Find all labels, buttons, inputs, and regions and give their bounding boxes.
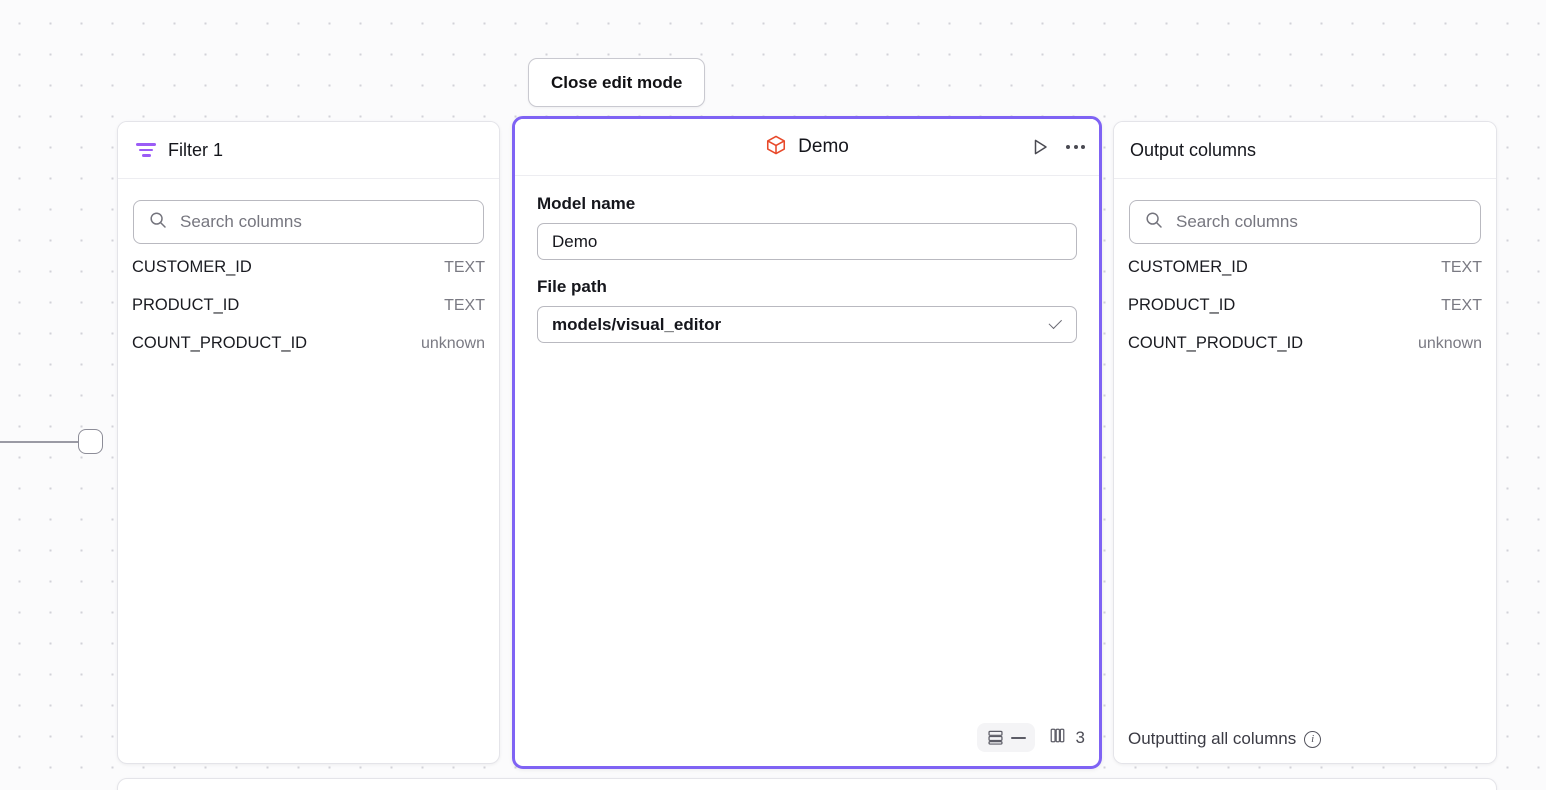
cube-icon — [765, 134, 787, 161]
filter-search-input[interactable]: Search columns — [133, 200, 484, 244]
columns-count: 3 — [1075, 727, 1085, 747]
model-node-panel[interactable]: Demo Model name Demo File path models/vi… — [512, 116, 1102, 769]
column-type: TEXT — [1441, 297, 1482, 314]
filter-icon — [136, 143, 156, 157]
list-item[interactable]: PRODUCT_ID TEXT — [118, 296, 499, 334]
model-form: Model name Demo File path models/visual_… — [515, 176, 1099, 343]
column-type: TEXT — [1441, 259, 1482, 276]
output-columns-title: Output columns — [1130, 139, 1257, 160]
output-columns-footer-text: Outputting all columns — [1128, 729, 1297, 748]
columns-group[interactable]: 3 — [1048, 726, 1085, 750]
model-node-title: Demo — [798, 136, 849, 157]
filter-panel[interactable]: Filter 1 Search columns CUSTOMER_ID TEXT… — [117, 121, 500, 764]
output-columns-header: Output columns — [1114, 122, 1496, 179]
column-name: CUSTOMER_ID — [1128, 258, 1248, 276]
column-name: COUNT_PRODUCT_ID — [132, 334, 308, 352]
model-name-field[interactable]: Demo — [537, 223, 1077, 260]
column-type: unknown — [420, 335, 485, 352]
list-item[interactable]: PRODUCT_ID TEXT — [1114, 296, 1496, 334]
rows-count — [1010, 736, 1026, 739]
model-node-header: Demo — [515, 119, 1099, 176]
column-type: TEXT — [444, 297, 485, 314]
filter-panel-title: Filter 1 — [168, 139, 224, 160]
bottom-partial-panel[interactable] — [117, 778, 1497, 790]
chevron-down-icon — [1048, 315, 1063, 330]
file-path-label: File path — [537, 277, 607, 296]
play-icon[interactable] — [1030, 137, 1050, 157]
model-node-statusbar: 3 — [976, 723, 1085, 752]
list-item[interactable]: COUNT_PRODUCT_ID unknown — [118, 334, 499, 372]
filter-panel-header: Filter 1 — [118, 122, 499, 179]
rows-group[interactable] — [976, 723, 1035, 752]
file-path-value: models/visual_editor — [552, 314, 722, 334]
close-edit-mode-button[interactable]: Close edit mode — [528, 58, 706, 107]
filter-columns-list: CUSTOMER_ID TEXT PRODUCT_ID TEXT COUNT_P… — [118, 244, 499, 372]
search-icon — [1145, 211, 1163, 234]
output-columns-panel[interactable]: Output columns Search columns CUSTOMER_I… — [1113, 121, 1497, 764]
column-name: COUNT_PRODUCT_ID — [1128, 334, 1304, 352]
file-path-select[interactable]: models/visual_editor — [537, 306, 1077, 343]
output-search-placeholder: Search columns — [1176, 212, 1298, 231]
columns-icon — [1048, 726, 1067, 750]
column-name: CUSTOMER_ID — [132, 258, 252, 276]
connector-edge — [0, 441, 81, 443]
column-type: TEXT — [444, 259, 485, 276]
list-item[interactable]: CUSTOMER_ID TEXT — [118, 258, 499, 296]
filter-search-placeholder: Search columns — [180, 212, 302, 231]
info-icon[interactable]: i — [1304, 730, 1322, 748]
rows-icon — [986, 728, 1005, 747]
ellipsis-icon[interactable] — [1066, 145, 1085, 149]
column-name: PRODUCT_ID — [1128, 296, 1236, 314]
list-item[interactable]: COUNT_PRODUCT_ID unknown — [1114, 334, 1496, 372]
model-name-label: Model name — [537, 194, 636, 213]
column-name: PRODUCT_ID — [132, 296, 240, 314]
search-icon — [149, 211, 167, 234]
output-columns-footer: Outputting all columns i — [1114, 715, 1496, 763]
output-search-input[interactable]: Search columns — [1129, 200, 1481, 244]
connector-handle[interactable] — [78, 429, 103, 454]
output-columns-list: CUSTOMER_ID TEXT PRODUCT_ID TEXT COUNT_P… — [1114, 244, 1496, 372]
list-item[interactable]: CUSTOMER_ID TEXT — [1114, 258, 1496, 296]
column-type: unknown — [1417, 335, 1482, 352]
